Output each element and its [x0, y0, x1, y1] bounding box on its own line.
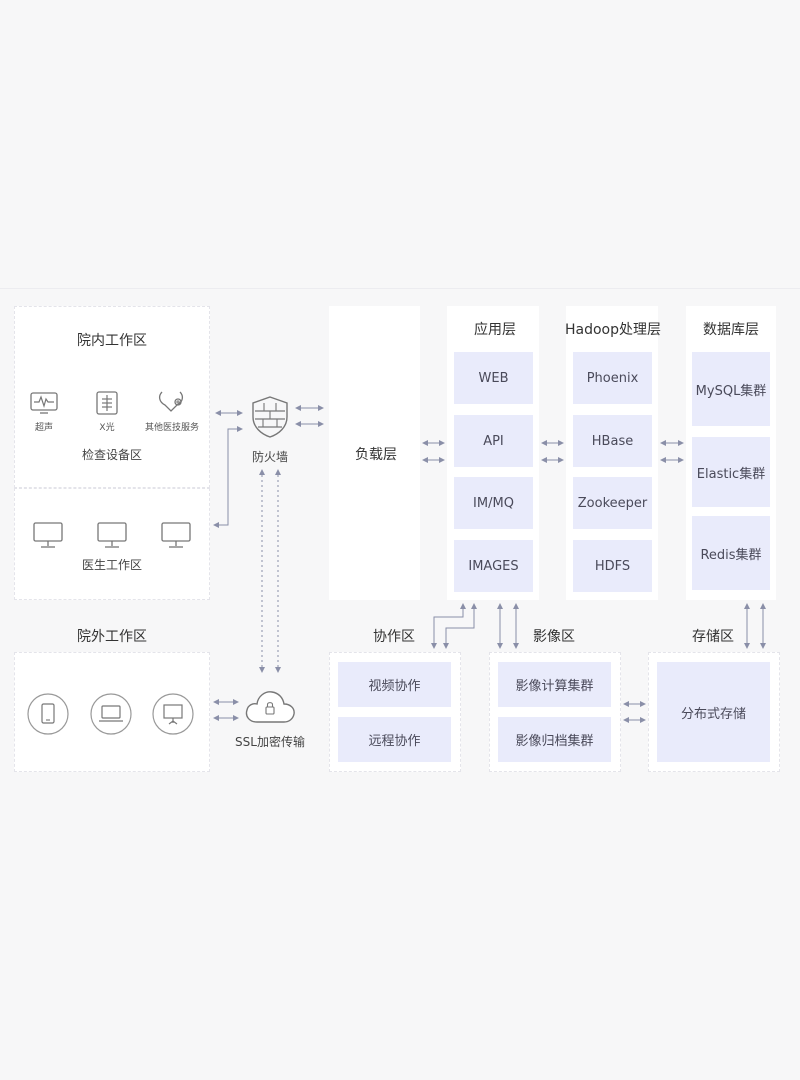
hadoop-item-hdfs: HDFS [573, 540, 652, 592]
tablet-icon [27, 693, 69, 735]
cloud-lock-icon [245, 691, 295, 723]
inner-device-panel [14, 306, 210, 488]
doctor-area-label: 医生工作区 [81, 558, 143, 572]
storage-item-distributed: 分布式存储 [657, 662, 770, 762]
hadoop-item-zookeeper: Zookeeper [573, 477, 652, 529]
app-item-im-mq: IM/MQ [454, 477, 533, 529]
ultrasound-monitor-icon [30, 392, 58, 414]
imaging-zone-title: 影像区 [533, 629, 575, 645]
imaging-item-archive: 影像归档集群 [498, 717, 611, 762]
imaging-item-compute: 影像计算集群 [498, 662, 611, 707]
stethoscope-icon [158, 391, 184, 412]
presentation-icon [152, 693, 194, 735]
monitor-icon [33, 522, 63, 548]
outer-device-panel [14, 652, 210, 772]
device-label-other: 其他医技服务 [144, 423, 200, 433]
monitor-icon [97, 522, 127, 548]
hadoop-item-phoenix: Phoenix [573, 352, 652, 404]
monitor-icon [161, 522, 191, 548]
device-label-ultrasound: 超声 [34, 423, 54, 433]
ssl-label: SSL加密传输 [235, 735, 305, 749]
db-layer-title: 数据库层 [703, 322, 759, 338]
app-item-images: IMAGES [454, 540, 533, 592]
collab-zone-title: 协作区 [373, 629, 415, 645]
app-layer-title: 应用层 [474, 322, 516, 338]
xray-icon [96, 391, 118, 415]
storage-zone-title: 存储区 [692, 629, 734, 645]
load-layer-panel [329, 306, 420, 600]
collab-item-remote: 远程协作 [338, 717, 451, 762]
db-item-redis: Redis集群 [692, 516, 770, 590]
outer-workspace-title: 院外工作区 [77, 629, 147, 645]
app-item-web: WEB [454, 352, 533, 404]
top-divider [0, 288, 800, 289]
hadoop-item-hbase: HBase [573, 415, 652, 467]
hadoop-layer-title: Hadoop处理层 [564, 322, 662, 338]
laptop-icon [90, 693, 132, 735]
db-item-mysql: MySQL集群 [692, 352, 770, 426]
load-layer-label: 负载层 [355, 447, 397, 463]
device-group-label: 检查设备区 [81, 448, 143, 462]
app-item-api: API [454, 415, 533, 467]
inner-workspace-title: 院内工作区 [77, 333, 147, 349]
db-item-elastic: Elastic集群 [692, 437, 770, 507]
firewall-label: 防火墙 [251, 450, 289, 464]
firewall-icon [252, 396, 288, 438]
device-label-xray: X光 [99, 423, 115, 433]
collab-item-video: 视频协作 [338, 662, 451, 707]
